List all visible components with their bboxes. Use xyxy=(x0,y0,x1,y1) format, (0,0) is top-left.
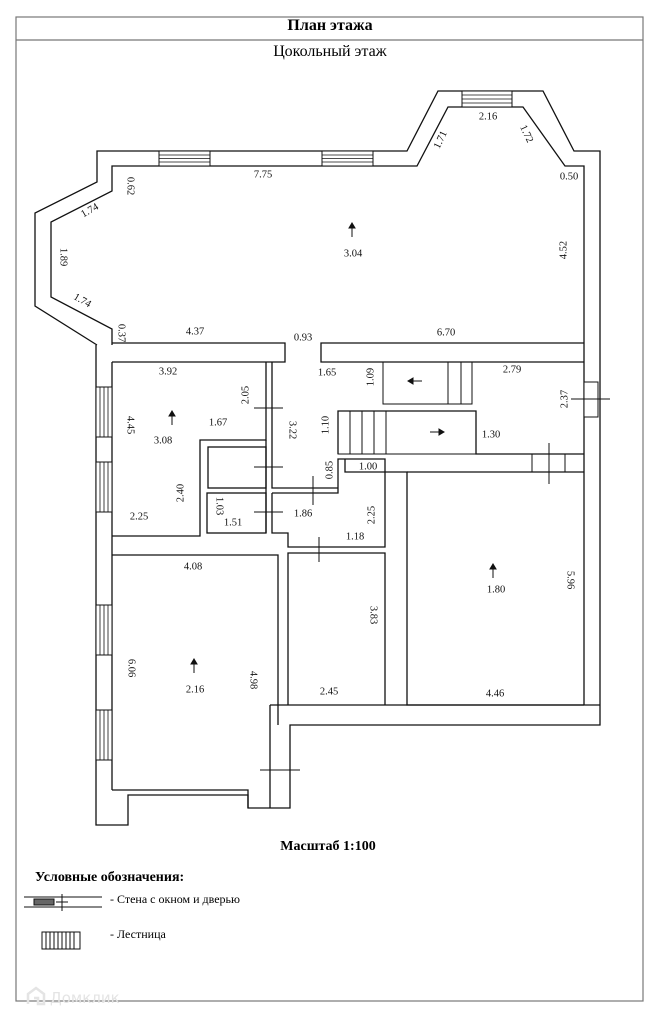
stairs-icon xyxy=(41,931,81,950)
dim-label: 4.98 xyxy=(248,671,259,689)
dim-label: 1.65 xyxy=(318,367,336,378)
walls xyxy=(34,90,601,826)
direction-arrows xyxy=(168,222,497,673)
dim-label: 4.45 xyxy=(125,416,136,434)
dim-label: 1.89 xyxy=(58,248,69,266)
watermark-text: Домклик xyxy=(50,989,120,1007)
legend-wall-label: - Стена с окном и дверью xyxy=(110,892,240,906)
dim-label: 2.05 xyxy=(240,386,251,404)
stairs xyxy=(337,361,477,455)
dim-label: 5.96 xyxy=(565,571,576,589)
dim-label: 3.83 xyxy=(368,606,379,624)
doors xyxy=(254,398,610,785)
legend-title: Условные обозначения: xyxy=(35,870,184,885)
dim-label: 3.08 xyxy=(154,435,172,446)
dim-label: 1.30 xyxy=(482,429,500,440)
dim-label: 1.72 xyxy=(517,123,535,144)
dimension-labels: 2.16 1.71 1.72 7.75 0.50 0.62 1.74 3.04 … xyxy=(58,111,579,699)
dim-label: 1.18 xyxy=(346,531,364,542)
dim-label: 2.37 xyxy=(559,390,570,408)
dim-label: 2.25 xyxy=(366,506,377,524)
dim-label: 2.16 xyxy=(186,684,204,695)
dim-label: 2.40 xyxy=(175,484,186,502)
dim-label: 6.06 xyxy=(126,659,137,677)
dim-label: 0.93 xyxy=(294,332,312,343)
dim-label: 2.16 xyxy=(479,111,497,122)
dim-label: 1.67 xyxy=(209,417,227,428)
inner-wall-top xyxy=(50,106,585,705)
dim-label: 1.03 xyxy=(214,497,225,515)
scale-label: Масштаб 1:100 xyxy=(280,839,375,854)
dim-label: 0.37 xyxy=(116,324,127,342)
floor-name: Цокольный этаж xyxy=(273,43,387,60)
dim-label: 1.80 xyxy=(487,584,505,595)
outer-wall xyxy=(34,90,601,826)
dim-label: 1.86 xyxy=(294,508,312,519)
dim-label: 1.10 xyxy=(320,416,331,434)
dim-label: 0.50 xyxy=(560,171,578,182)
dim-label: 2.45 xyxy=(320,686,338,697)
dim-label: 1.09 xyxy=(365,368,376,386)
dim-label: 0.85 xyxy=(324,461,335,479)
dim-label: 4.37 xyxy=(186,326,204,337)
watermark: Домклик xyxy=(26,986,120,1007)
dim-label: 1.74 xyxy=(71,292,93,311)
plan-title: План этажа xyxy=(287,17,372,34)
dim-label: 3.22 xyxy=(287,421,298,439)
dim-label: 3.04 xyxy=(344,248,363,259)
page-frame xyxy=(15,16,644,1002)
legend-stairs-label: - Лестница xyxy=(110,927,167,941)
domclick-logo-icon xyxy=(26,986,46,1006)
dim-label: 3.92 xyxy=(159,366,177,377)
dim-label: 1.51 xyxy=(224,517,242,528)
dim-label: 7.75 xyxy=(254,169,272,180)
dim-label: 1.74 xyxy=(79,201,101,220)
dim-label: 2.25 xyxy=(130,511,148,522)
legend: Условные обозначения: - Стена с окном и … xyxy=(24,870,240,950)
dim-label: 6.70 xyxy=(437,327,455,338)
dim-label: 4.46 xyxy=(486,688,504,699)
dim-label: 4.52 xyxy=(558,241,569,259)
wall-window-door-icon xyxy=(24,894,102,911)
dim-label: 2.79 xyxy=(503,364,521,375)
windows xyxy=(95,90,599,761)
dim-label: 4.08 xyxy=(184,561,202,572)
dim-label: 0.62 xyxy=(125,177,136,195)
dim-label: 1.00 xyxy=(359,461,377,472)
